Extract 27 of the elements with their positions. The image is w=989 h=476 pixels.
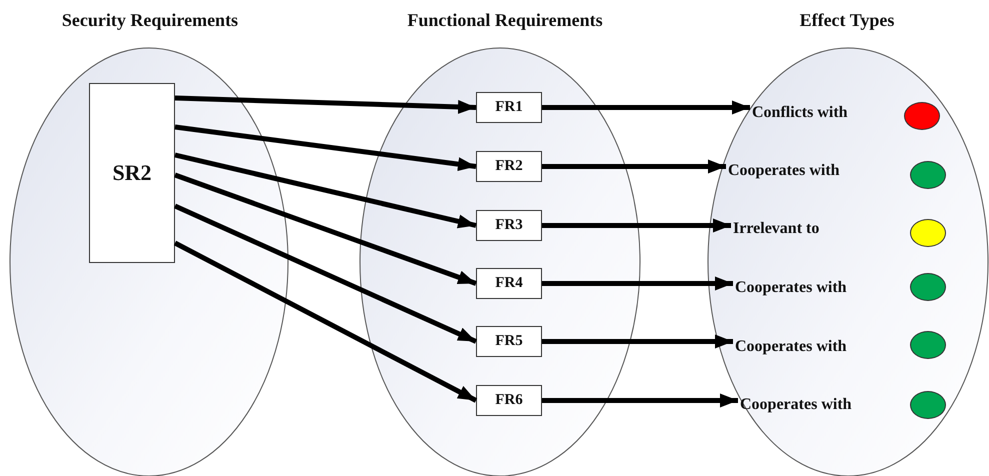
effect-label: Cooperates with [735,277,847,299]
arrow [174,152,477,228]
effect-label: Cooperates with [735,336,847,358]
arrow [174,240,478,403]
requirement-box: FR2 [476,151,542,182]
arrow [174,96,476,114]
requirement-box: FR6 [476,385,542,416]
column-heading: Security Requirements [62,10,238,31]
arrow [174,204,478,344]
effect-label: Conflicts with [752,102,848,124]
arrow [174,124,476,172]
column-heading: Functional Requirements [407,10,603,31]
effect-label: Cooperates with [728,160,840,182]
arrow [542,218,731,232]
effect-label: Irrelevant to [733,218,820,240]
requirement-box: FR3 [476,210,542,241]
requirement-box: FR5 [476,326,542,357]
arrow [542,276,733,290]
column-heading: Effect Types [800,10,894,31]
arrow [542,160,726,174]
arrow [174,172,477,286]
arrow [542,394,738,408]
requirement-box: SR2 [89,83,175,263]
requirement-box: FR4 [476,268,542,299]
arrow [542,100,750,114]
requirement-box: FR1 [476,92,542,123]
arrow [542,334,733,348]
